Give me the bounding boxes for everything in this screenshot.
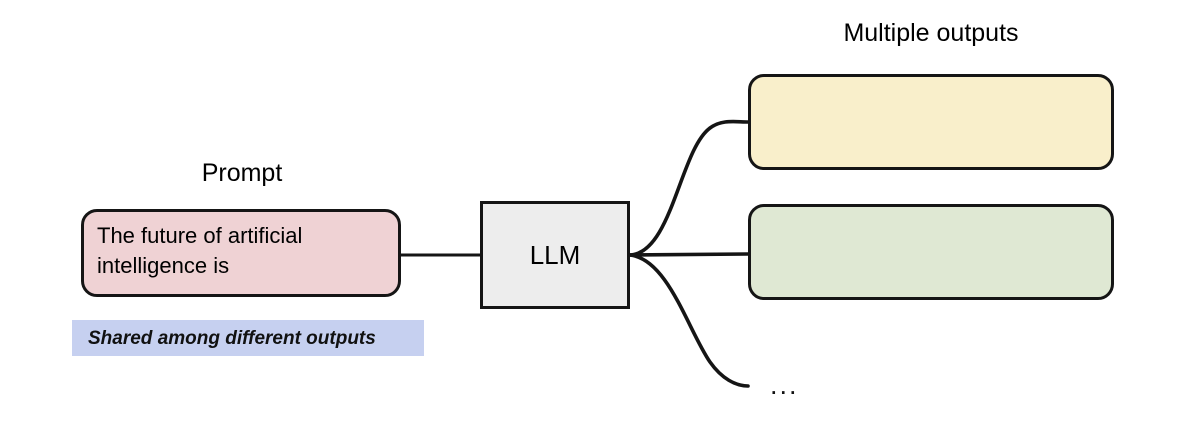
prompt-node[interactable]: The future of artificial intelligence is: [81, 209, 401, 297]
prompt-node-text: The future of artificial intelligence is: [97, 223, 303, 278]
ellipsis-more-outputs: ...: [770, 370, 799, 400]
llm-node[interactable]: LLM: [480, 201, 630, 309]
output-node-1[interactable]: [748, 74, 1114, 170]
shared-among-outputs-banner: Shared among different outputs: [72, 320, 424, 356]
llm-node-label: LLM: [529, 239, 581, 270]
edge-llm-to-output-2: [628, 252, 750, 257]
shared-among-outputs-text: Shared among different outputs: [88, 328, 376, 349]
edge-llm-to-ellipsis: [628, 253, 750, 388]
prompt-label: Prompt: [201, 159, 283, 187]
output-node-2[interactable]: [748, 204, 1114, 300]
multiple-outputs-label: Multiple outputs: [843, 19, 1019, 47]
edge-llm-to-output-1: [628, 119, 750, 257]
